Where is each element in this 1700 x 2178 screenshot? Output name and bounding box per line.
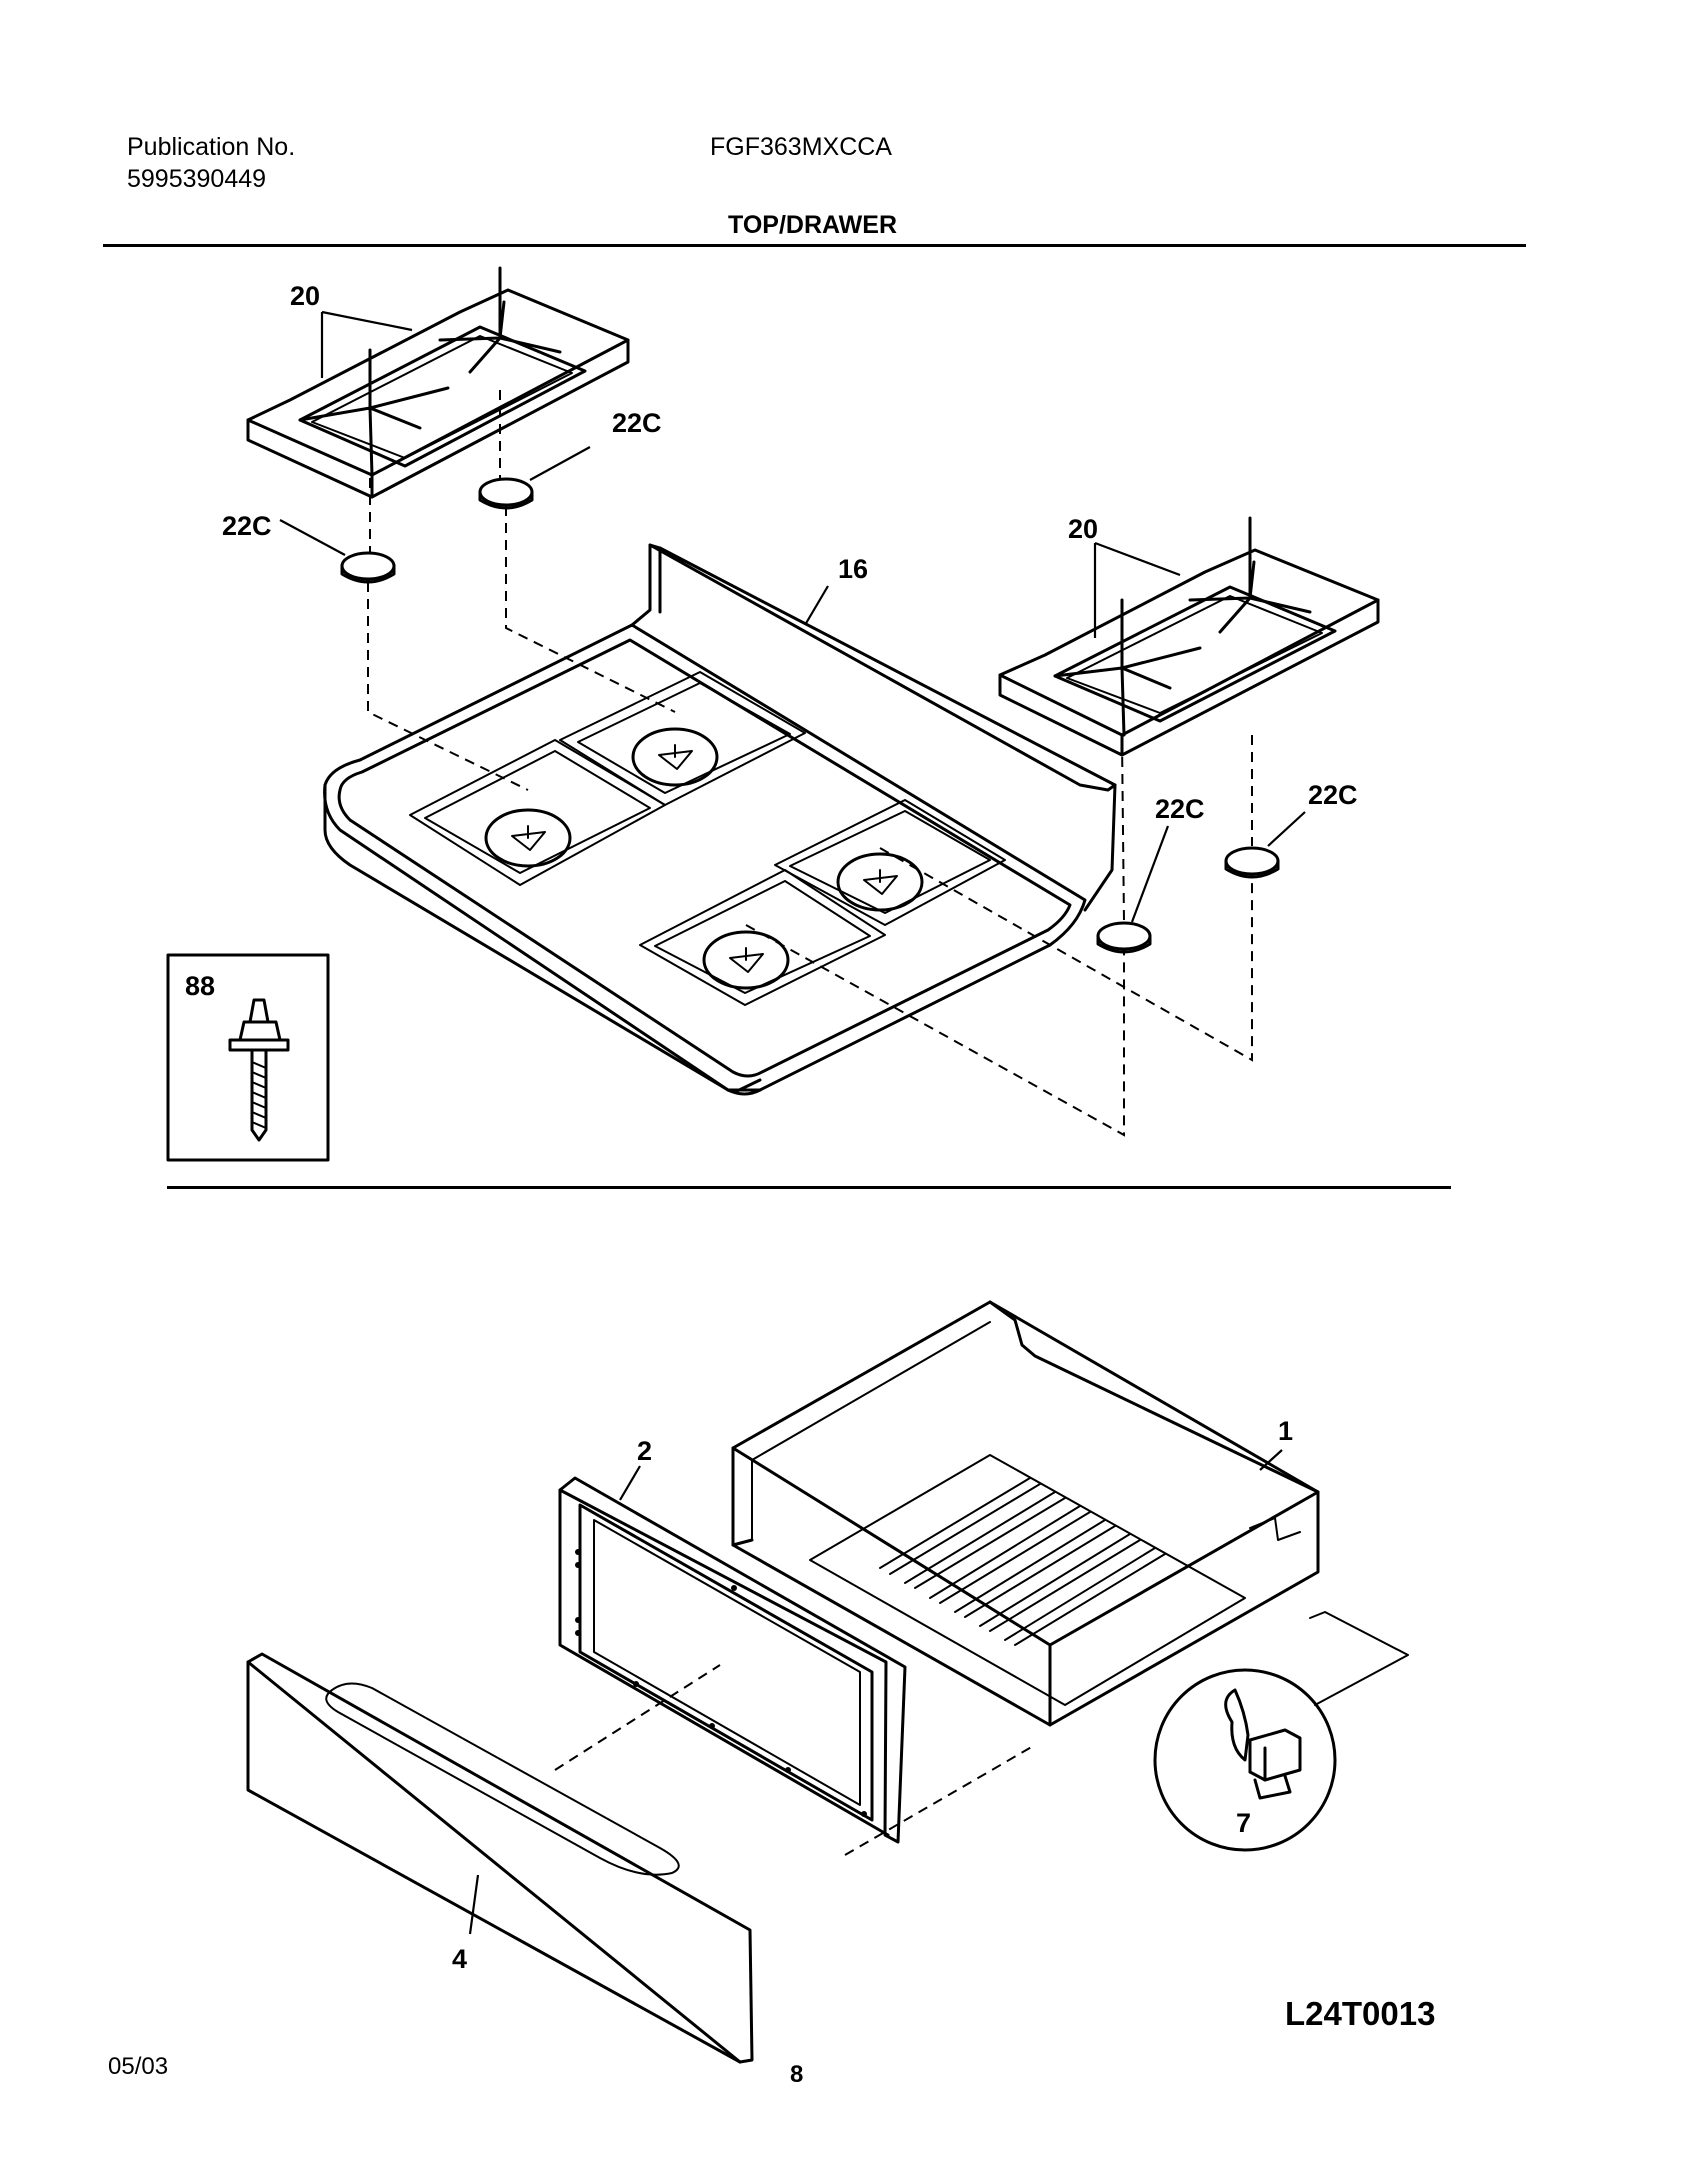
screw-inset (166, 953, 330, 1162)
publication-label: Publication No. (127, 133, 296, 161)
callout-foot-right-b: 22C (1308, 780, 1358, 810)
drawer-body-drawing (731, 1300, 1320, 1727)
drawer-assembly-lines (554, 1664, 1036, 1856)
callout-foot-left-lower: 22C (222, 511, 272, 541)
leader-lines (279, 310, 1306, 1935)
header-rule (103, 244, 1526, 247)
model-number: FGF363MXCCA (710, 133, 892, 161)
callout-drawer-glide: 7 (1236, 1808, 1251, 1838)
publication-number: 5995390449 (127, 165, 267, 193)
drawer-panel-drawing (246, 1652, 754, 2064)
drawer-glide-drawing (1153, 1611, 1409, 1852)
drawing-code: L24T0013 (1285, 1995, 1435, 2032)
callout-grate-left: 20 (290, 281, 320, 311)
callout-foot-left-upper: 22C (612, 408, 662, 438)
grate-feet-drawing (340, 477, 1280, 954)
footer-date: 05/03 (108, 2053, 169, 2080)
cooktop-drawing (323, 543, 1117, 1096)
callout-cooktop: 16 (838, 554, 868, 584)
grate-left-drawing (246, 266, 630, 499)
callout-drawer-panel: 4 (452, 1944, 467, 1974)
drawer-front-frame-drawing (558, 1476, 907, 1844)
callout-drawer-body: 1 (1278, 1416, 1293, 1446)
callout-drawer-front-frame: 2 (637, 1436, 652, 1466)
callout-screw-inset: 88 (185, 971, 215, 1001)
top-assembly-lines (367, 390, 1253, 1137)
section-divider (167, 1186, 1451, 1189)
callout-foot-right-a: 22C (1155, 794, 1205, 824)
grate-right-drawing (998, 516, 1380, 757)
callout-grate-right: 20 (1068, 514, 1098, 544)
page-number: 8 (790, 2061, 804, 2088)
section-title: TOP/DRAWER (728, 211, 897, 239)
